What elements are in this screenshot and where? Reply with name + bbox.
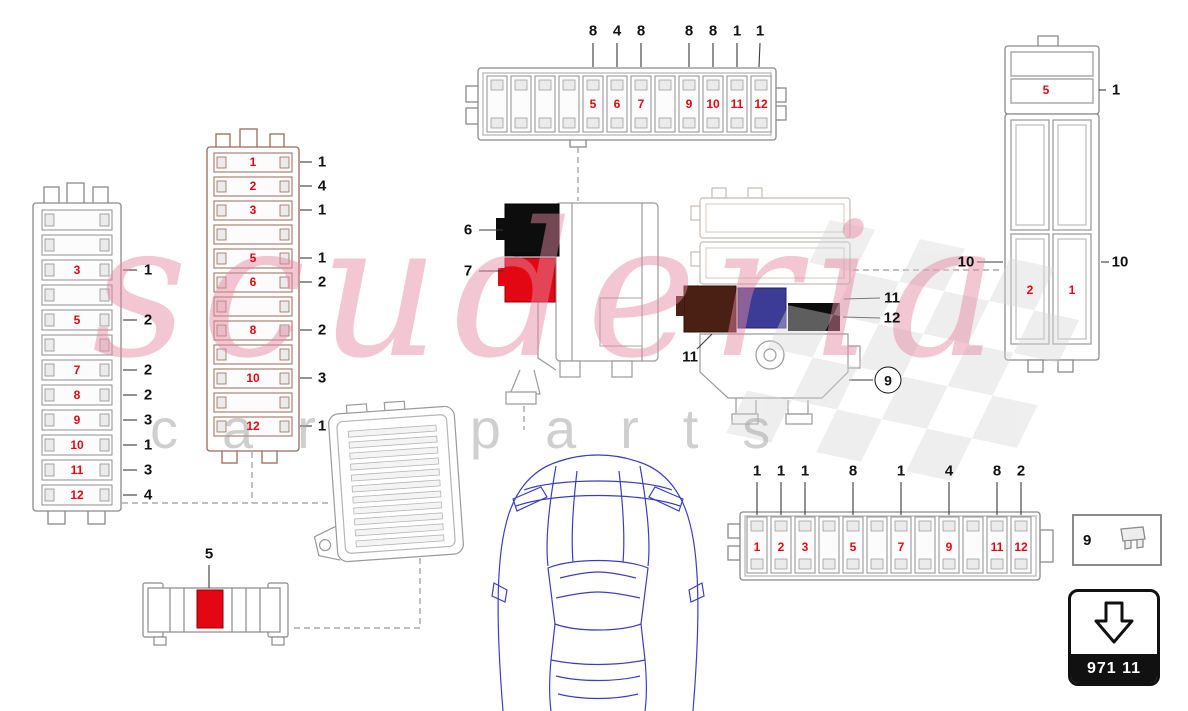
ecu-module (313, 400, 464, 563)
fuse-box-top-slots (486, 75, 772, 133)
mounting-bracket-right (699, 333, 861, 425)
relay-carrier-center (505, 202, 659, 405)
relay-red-tab (498, 268, 506, 286)
relay-black (504, 203, 560, 257)
relay-red (504, 257, 556, 303)
fuse-box-left-rows (41, 209, 113, 506)
relay-brown (683, 285, 737, 333)
relay-blue (737, 287, 787, 329)
checkered-flag-watermark (726, 220, 1080, 481)
fuse-icon (1120, 526, 1146, 550)
part-box-icon-area (1071, 592, 1157, 654)
legend-box: 9 (1072, 514, 1162, 566)
relay-black-right (788, 303, 840, 331)
dashed-connectors (122, 147, 1001, 629)
fuse-box-bottom-slots (746, 516, 1032, 574)
legend-ref-number: 9 (1083, 531, 1092, 549)
relay-brown-tab (676, 296, 684, 316)
fuse-box-right (1004, 35, 1100, 373)
relay-black-tab (496, 218, 506, 240)
ecu-grille (347, 424, 445, 548)
fuse-red-small (196, 589, 224, 629)
fuse-carrier-right (690, 187, 851, 285)
part-number: 971 11 (1071, 654, 1157, 683)
part-number-box[interactable]: 971 11 (1068, 589, 1160, 686)
car-outline (491, 454, 705, 711)
fuse-box-brown-rows (213, 152, 293, 437)
callout-leader-lines (123, 42, 1109, 588)
down-arrow-icon (1094, 601, 1134, 644)
